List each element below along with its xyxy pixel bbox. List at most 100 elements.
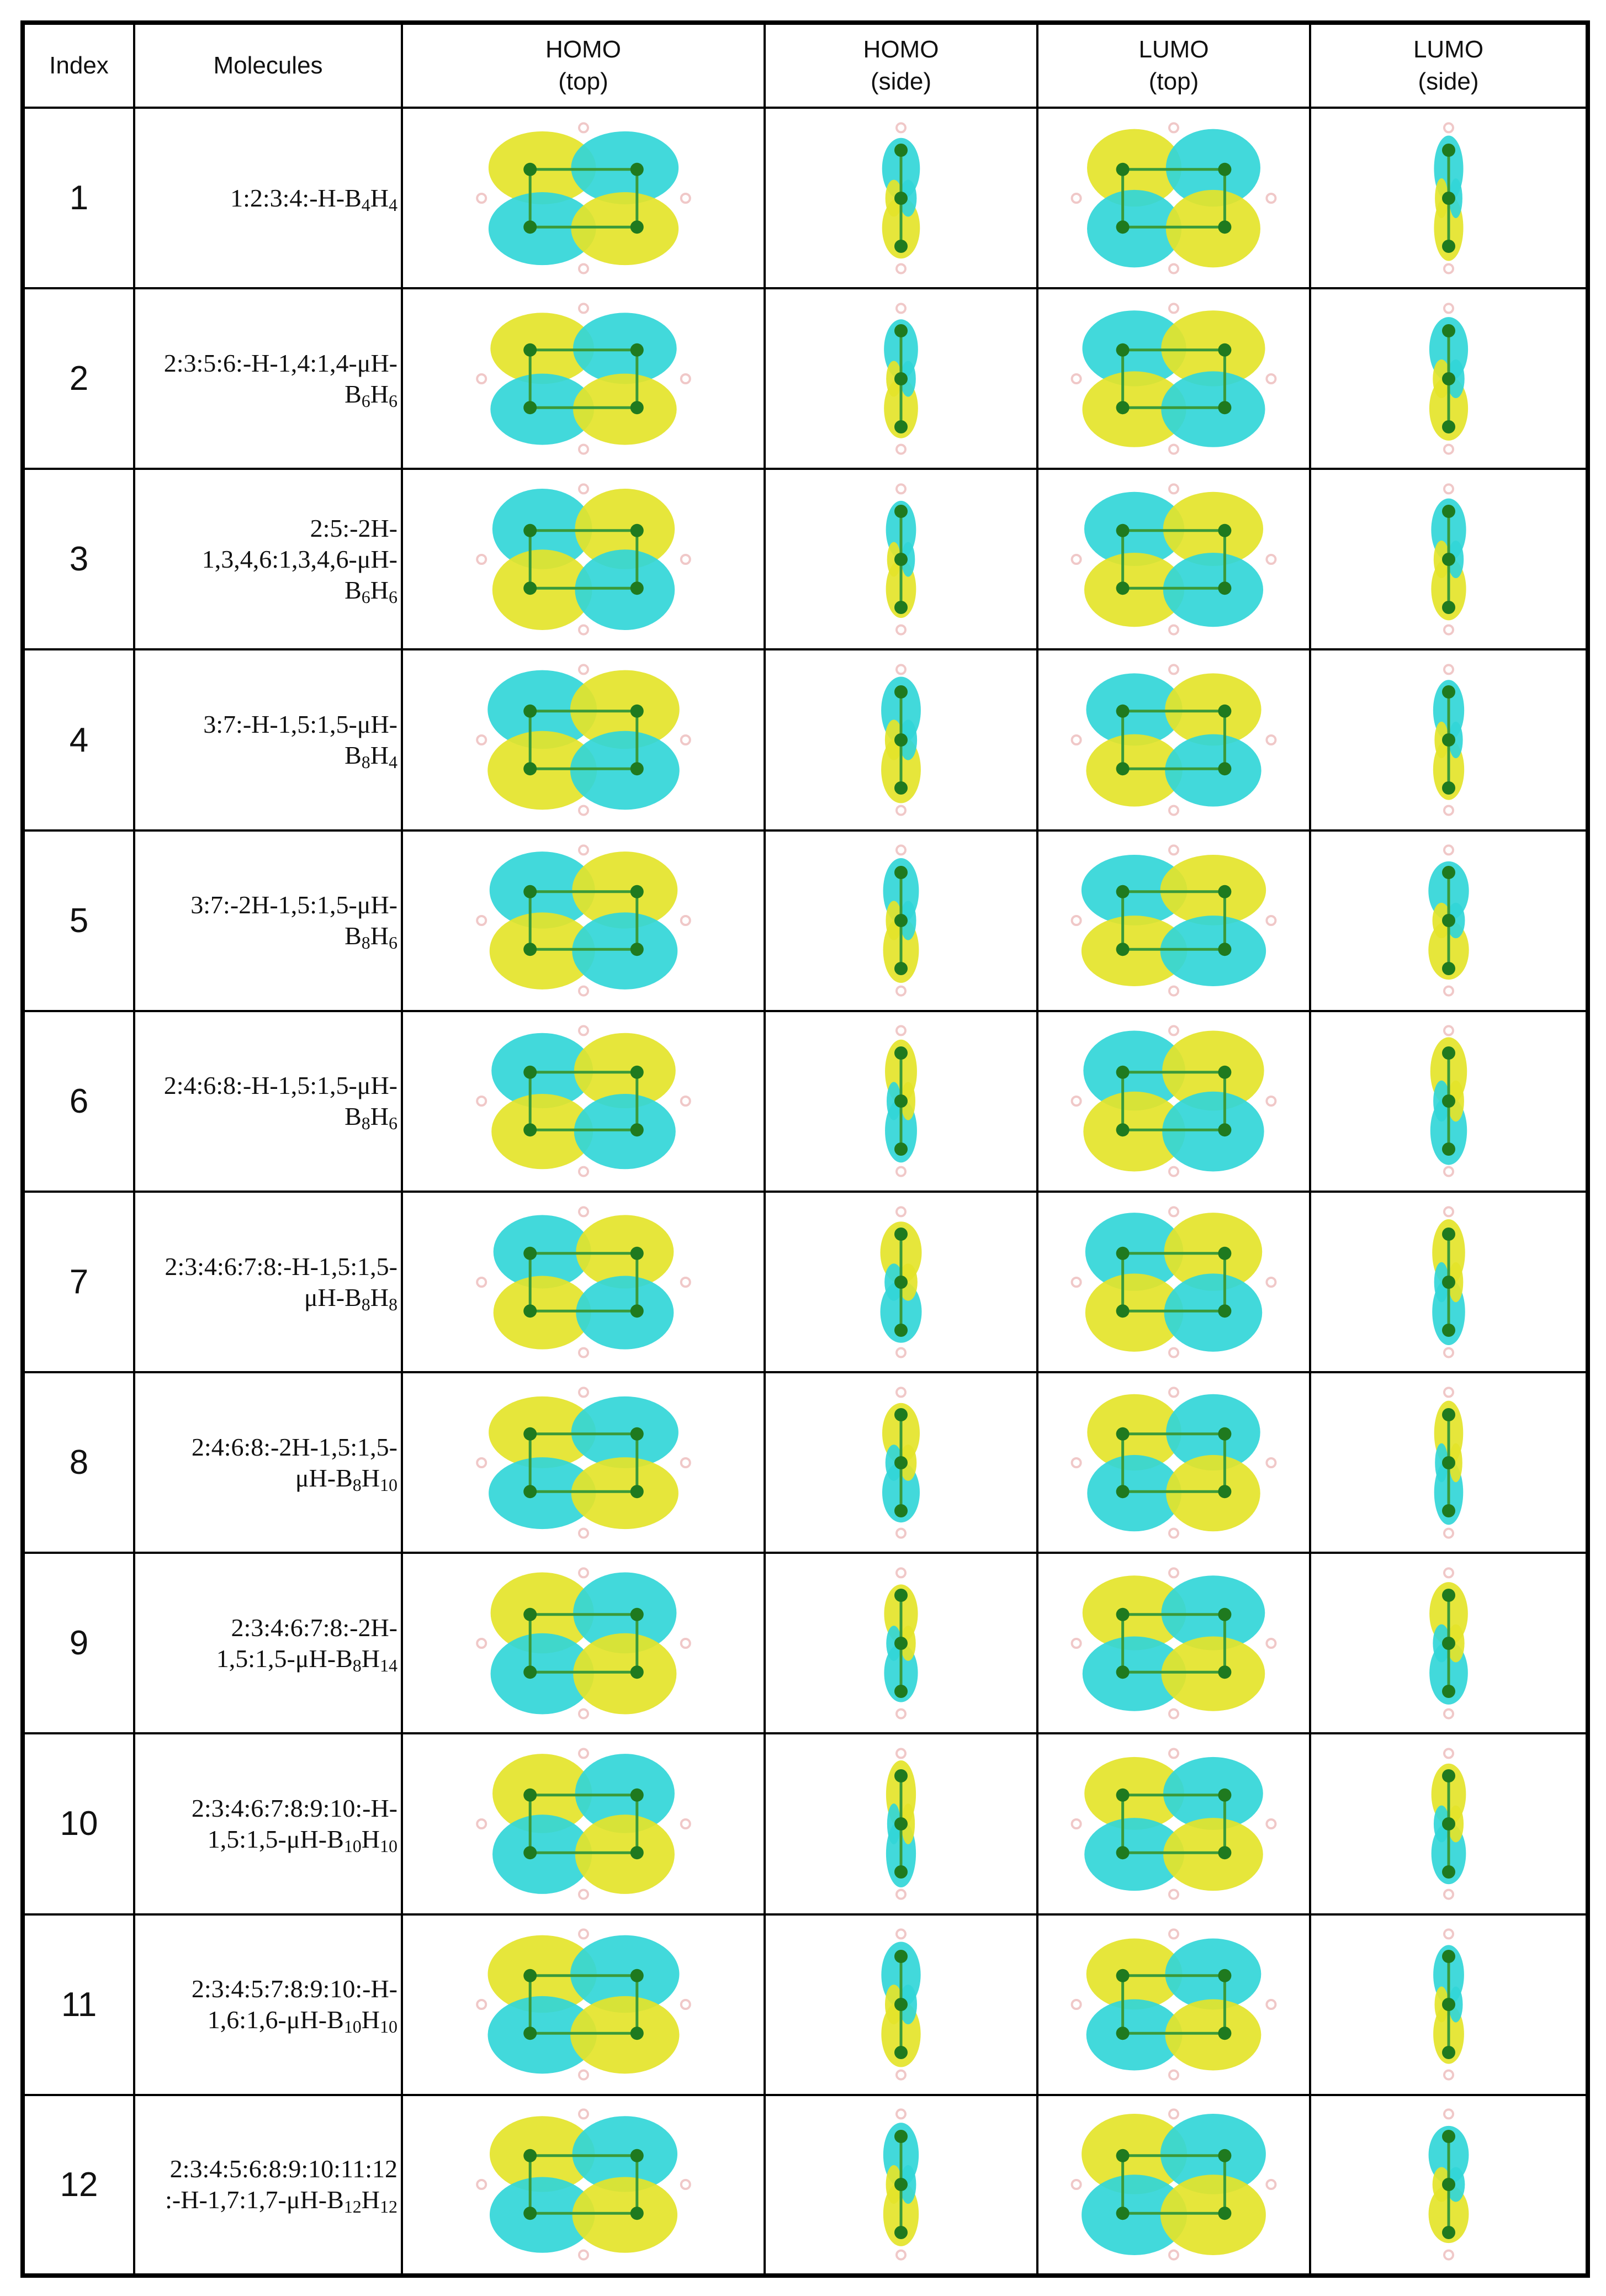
row-index: 3 [22,468,135,651]
hydrogen-atom [1443,985,1454,997]
header-homo-side: HOMO(side) [764,22,1038,109]
boron-atom [1218,762,1232,776]
lumo-top-image [1070,1928,1277,2081]
homo-side-image [884,303,918,455]
boron-atom [1218,1665,1232,1679]
orbital-lobe-positive [492,1754,592,1833]
formula-subscript: 10 [343,1835,362,1856]
hydrogen-atom [1265,373,1277,384]
boron-atom [1116,343,1130,357]
orbital-lobe-negative [885,1444,903,1481]
molecule-formula: 2:3:5:6:-H-1,4:1,4-μH- B6H6 [133,287,403,470]
lumo-top-cell [1036,1190,1311,1374]
orbital-lobe-negative [489,2177,595,2253]
boron-atom [1218,1969,1232,1982]
boron-atom [894,1817,908,1831]
boron-atom [894,372,908,385]
hydrogen-atom [895,844,907,856]
boron-atom [1441,1817,1455,1831]
homo-top-cell [401,1009,766,1193]
homo-top-image [475,303,691,455]
boron-atom [1218,704,1232,718]
orbital-lobe-negative [573,313,677,384]
homo-side-image [885,1025,917,1177]
boron-atom [1116,1246,1130,1260]
lumo-side-image [1431,1748,1466,1900]
formula-subscript: 6 [361,586,370,607]
hydrogen-atom [1443,664,1454,675]
orbital-lobe-positive [570,192,679,265]
orbital-lobe-positive [887,542,901,577]
header-index: Index [22,22,135,109]
boron-atom [630,2207,644,2220]
boron-atom [1218,1123,1232,1137]
orbital-lobe-positive [570,670,680,749]
orbital-lobe-positive [885,179,903,216]
lumo-side-image [1428,844,1469,997]
hydrogen-atom [1443,624,1454,636]
boron-atom [1441,1998,1455,2012]
boron-atom [1441,600,1455,614]
boron-atom [1218,523,1232,537]
boron-atom [1116,1665,1130,1679]
formula-subscript: 4 [361,194,370,215]
boron-atom [1116,704,1130,718]
orbital-lobe-positive [1448,1805,1464,1843]
lumo-side-cell [1309,1552,1589,1735]
hydrogen-atom [577,1888,589,1900]
orbital-lobe-positive [1086,1938,1183,2010]
lumo-side-cell [1309,468,1589,651]
boron-atom [894,1323,908,1337]
homo-top-cell [401,1552,766,1735]
hydrogen-atom [577,121,589,133]
formula-text: 2:3:4:6:7:8:-2H- 1,5:1,5-μH-B [216,1613,397,1673]
lumo-side-cell [1309,2093,1589,2277]
formula-text: H [361,1644,380,1673]
orbital-lobe-negative [1084,491,1185,566]
formula-text: H [370,1102,389,1131]
hydrogen-atom [577,263,589,274]
homo-side-image [881,664,921,816]
hydrogen-atom [577,844,589,856]
boron-atom [1441,1323,1455,1337]
hydrogen-atom [1265,1818,1277,1829]
orbital-lobe-positive [1434,178,1448,218]
formula-text: H [370,575,389,604]
hydrogen-atom [1443,1888,1454,1900]
hydrogen-atom [1265,1457,1277,1468]
boron-atom [894,1456,908,1469]
orbital-lobe-negative [1087,189,1182,267]
boron-atom [523,343,537,357]
orbital-lobe-positive [491,1094,593,1170]
hydrogen-atom [895,664,907,675]
homo-side-cell [764,648,1038,832]
lumo-top-image [1070,2108,1277,2261]
lumo-top-image [1070,121,1277,274]
boron-atom [1218,1484,1232,1498]
orbital-lobe-negative [1446,359,1465,398]
homo-side-image [883,2108,919,2261]
hydrogen-atom [895,1527,907,1539]
orbital-lobe-positive [1432,903,1451,939]
boron-atom [1218,1427,1232,1441]
hydrogen-atom [680,1276,691,1288]
boron-atom [523,1066,537,1080]
boron-atom [523,162,537,176]
hydrogen-atom [1443,483,1454,495]
orbital-lobe-positive [1433,540,1449,578]
orbital-lobe-negative [1433,1805,1449,1843]
homo-side-cell [764,1190,1038,1374]
orbital-lobe-negative [575,1754,675,1833]
orbital-lobe-negative [1448,540,1464,578]
orbital-lobe-negative [575,1276,674,1350]
homo-top-image [475,1205,691,1358]
boron-atom [894,1588,908,1602]
homo-top-cell [401,106,766,290]
hydrogen-atom [1265,1999,1277,2011]
hydrogen-atom [1265,1276,1277,1288]
orbital-lobe-negative [900,2165,916,2204]
row-index: 10 [22,1732,135,1916]
formula-subscript: 8 [389,1294,397,1314]
